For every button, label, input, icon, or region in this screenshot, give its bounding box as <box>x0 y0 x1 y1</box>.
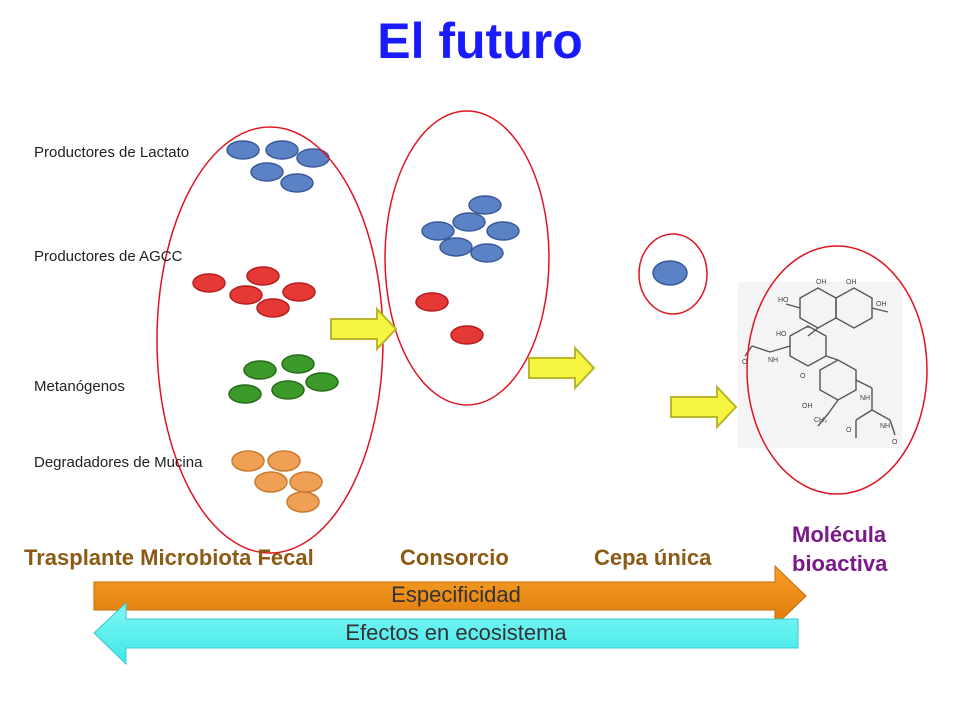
group-label-mucin: Degradadores de Mucina <box>34 454 203 471</box>
bacterium-red <box>415 292 449 312</box>
single-strain-outline <box>638 233 708 315</box>
consortium-outline <box>384 110 550 406</box>
svg-text:OH: OH <box>802 403 813 410</box>
group-label-lactate: Productores de Lactato <box>34 144 190 161</box>
fmt-mucin-bacteria <box>231 450 323 513</box>
bacterium-blue <box>452 212 486 232</box>
bacterium-red <box>229 285 263 305</box>
bacterium-orange <box>254 471 288 493</box>
stage-label-molecule-line2: bioactiva <box>792 551 888 576</box>
fmt-methanogen-bacteria <box>228 354 339 404</box>
bacterium-blue <box>470 243 504 263</box>
bacterium-blue <box>468 195 502 215</box>
bacterium-red <box>256 298 290 318</box>
fmt-scfa-bacteria <box>192 266 316 318</box>
bacterium-green <box>281 354 315 374</box>
stage-label-fmt: Trasplante Microbiota Fecal <box>24 545 314 570</box>
svg-text:OH: OH <box>876 301 887 308</box>
single-strain-bacterium <box>652 260 688 286</box>
specificity-arrow <box>93 564 807 628</box>
bacterium-blue <box>486 221 520 241</box>
svg-text:HO: HO <box>778 297 789 304</box>
svg-text:O: O <box>742 359 748 366</box>
svg-text:O: O <box>846 427 852 434</box>
bacterium-blue <box>421 221 455 241</box>
bacterium-orange <box>231 450 265 472</box>
bacterium-orange <box>267 450 301 472</box>
svg-text:OH: OH <box>846 279 857 286</box>
bacterium-green <box>243 360 277 380</box>
svg-text:O: O <box>892 439 898 446</box>
bacterium-green <box>305 372 339 392</box>
svg-text:NH: NH <box>880 423 890 430</box>
bacterium-red <box>246 266 280 286</box>
svg-text:NH: NH <box>768 357 778 364</box>
molecule-atom-labels: HO OH OH OH HO NH O O OH NH O NH O CH₃ <box>742 279 898 446</box>
group-label-methanogens: Metanógenos <box>34 378 125 395</box>
bacterium-blue <box>226 140 260 160</box>
bacterium-blue <box>280 173 314 193</box>
flow-arrow-icon <box>670 384 738 430</box>
bacterium-green <box>228 384 262 404</box>
specificity-label: Especificidad <box>391 582 521 607</box>
svg-text:NH: NH <box>860 395 870 402</box>
bacterium-blue <box>296 148 330 168</box>
ecosystem-arrow <box>93 601 799 666</box>
bacterium-red <box>192 273 226 293</box>
bacterium-red <box>282 282 316 302</box>
molecule-outline <box>746 245 928 495</box>
page-title: El futuro <box>377 13 583 69</box>
group-label-scfa: Productores de AGCC <box>34 248 183 265</box>
svg-text:CH₃: CH₃ <box>814 417 827 424</box>
flow-arrow-icon <box>330 306 398 352</box>
fmt-lactate-bacteria <box>226 140 330 193</box>
svg-text:HO: HO <box>776 331 787 338</box>
bacterium-red <box>450 325 484 345</box>
bacterium-blue <box>439 237 473 257</box>
stage-label-single-strain: Cepa única <box>594 545 712 570</box>
bacterium-orange <box>289 471 323 493</box>
ecosystem-label: Efectos en ecosistema <box>345 620 567 645</box>
molecule-structure <box>738 282 902 448</box>
bacterium-blue <box>265 140 299 160</box>
bacterium-orange <box>286 491 320 513</box>
svg-text:OH: OH <box>816 279 827 286</box>
bacterium-green <box>271 380 305 400</box>
consortium-bacteria <box>415 195 520 345</box>
stage-label-molecule: Molécula bioactiva <box>792 520 887 578</box>
stage-label-consortium: Consorcio <box>400 545 509 570</box>
bacterium-blue <box>250 162 284 182</box>
stage-label-molecule-line1: Molécula <box>792 522 887 547</box>
flow-arrow-icon <box>528 345 596 391</box>
svg-text:O: O <box>800 373 806 380</box>
